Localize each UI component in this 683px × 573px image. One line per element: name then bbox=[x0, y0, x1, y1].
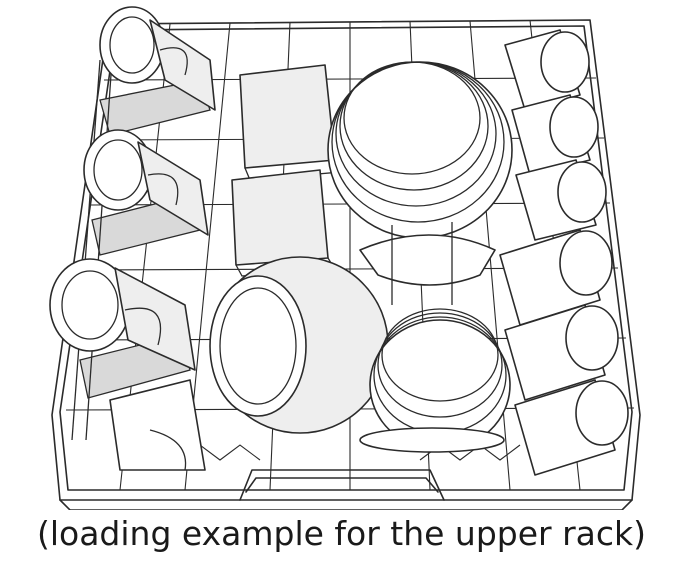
figure-caption: (loading example for the upper rack) bbox=[36, 514, 647, 553]
plate-stack-bottom bbox=[359, 308, 511, 453]
square-bowl-top bbox=[239, 64, 341, 181]
glass-3 bbox=[515, 159, 607, 241]
large-plate bbox=[209, 256, 389, 434]
cup-middle-left bbox=[83, 129, 209, 236]
glass-1 bbox=[504, 29, 590, 111]
glass-4 bbox=[499, 229, 613, 326]
plate-stack-top bbox=[327, 61, 513, 239]
upper-rack-illustration bbox=[49, 6, 641, 510]
rack-frame bbox=[51, 19, 641, 510]
glass-2 bbox=[511, 94, 599, 176]
glass-6 bbox=[514, 379, 629, 476]
glass-5 bbox=[504, 304, 619, 401]
bowl-small bbox=[359, 222, 496, 305]
cup-lower-left bbox=[49, 258, 196, 371]
cup-top-left bbox=[99, 6, 216, 111]
square-bowl-bottom bbox=[231, 169, 336, 277]
cup-bottom-left bbox=[109, 379, 206, 471]
